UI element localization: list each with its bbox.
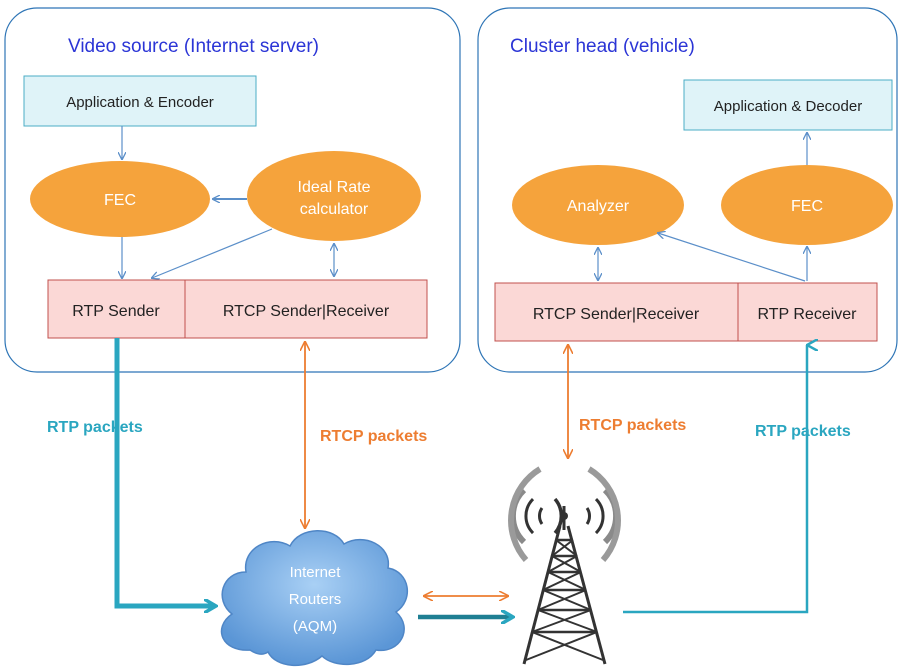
rtp-path-left (114, 338, 215, 606)
ideal-rate-label-2: calculator (300, 201, 369, 218)
rtcp-packets-right-label: RTCP packets (579, 417, 686, 434)
analyzer-label: Analyzer (567, 198, 630, 215)
analyzer-node (512, 165, 684, 245)
cluster-head-panel-title: Cluster head (vehicle) (510, 36, 695, 57)
cell-tower-icon (508, 466, 621, 665)
app-decoder-box (683, 79, 893, 131)
rtp-receiver-box (737, 282, 878, 342)
cloud-label-3: (AQM) (293, 618, 337, 635)
app-encoder-box (23, 75, 257, 127)
fec-left-label: FEC (104, 192, 136, 209)
cloud-label-1: Internet (290, 564, 342, 581)
fec-right-label: FEC (791, 198, 823, 215)
rtp-sender-box (47, 279, 186, 339)
rtp-path-right (623, 345, 807, 614)
arrow-receiver-to-analyzer (658, 233, 806, 282)
rtcp-packets-left-label: RTCP packets (320, 428, 427, 445)
fec-right-node (721, 165, 893, 245)
rtp-sender-label: RTP Sender (72, 303, 160, 320)
ideal-rate-label-1: Ideal Rate (298, 179, 371, 196)
rtcp-left-label: RTCP Sender|Receiver (223, 303, 390, 320)
rtcp-right-box (494, 282, 739, 342)
source-panel-title: Video source (Internet server) (68, 36, 319, 57)
app-decoder-label: Application & Decoder (714, 98, 862, 115)
ideal-rate-node (247, 151, 421, 241)
rtp-receiver-label: RTP Receiver (758, 306, 858, 323)
rtp-packets-right-label: RTP packets (755, 423, 851, 440)
cloud-label-2: Routers (289, 591, 342, 608)
app-encoder-label: Application & Encoder (66, 94, 214, 111)
arrow-rate-to-rtp (152, 228, 273, 278)
rtp-packets-left-label: RTP packets (47, 419, 143, 436)
fec-left-node (30, 161, 210, 237)
rtcp-left-box (184, 279, 428, 339)
rtcp-right-label: RTCP Sender|Receiver (533, 306, 700, 323)
cloud-icon: Internet Routers (AQM) (220, 530, 409, 667)
